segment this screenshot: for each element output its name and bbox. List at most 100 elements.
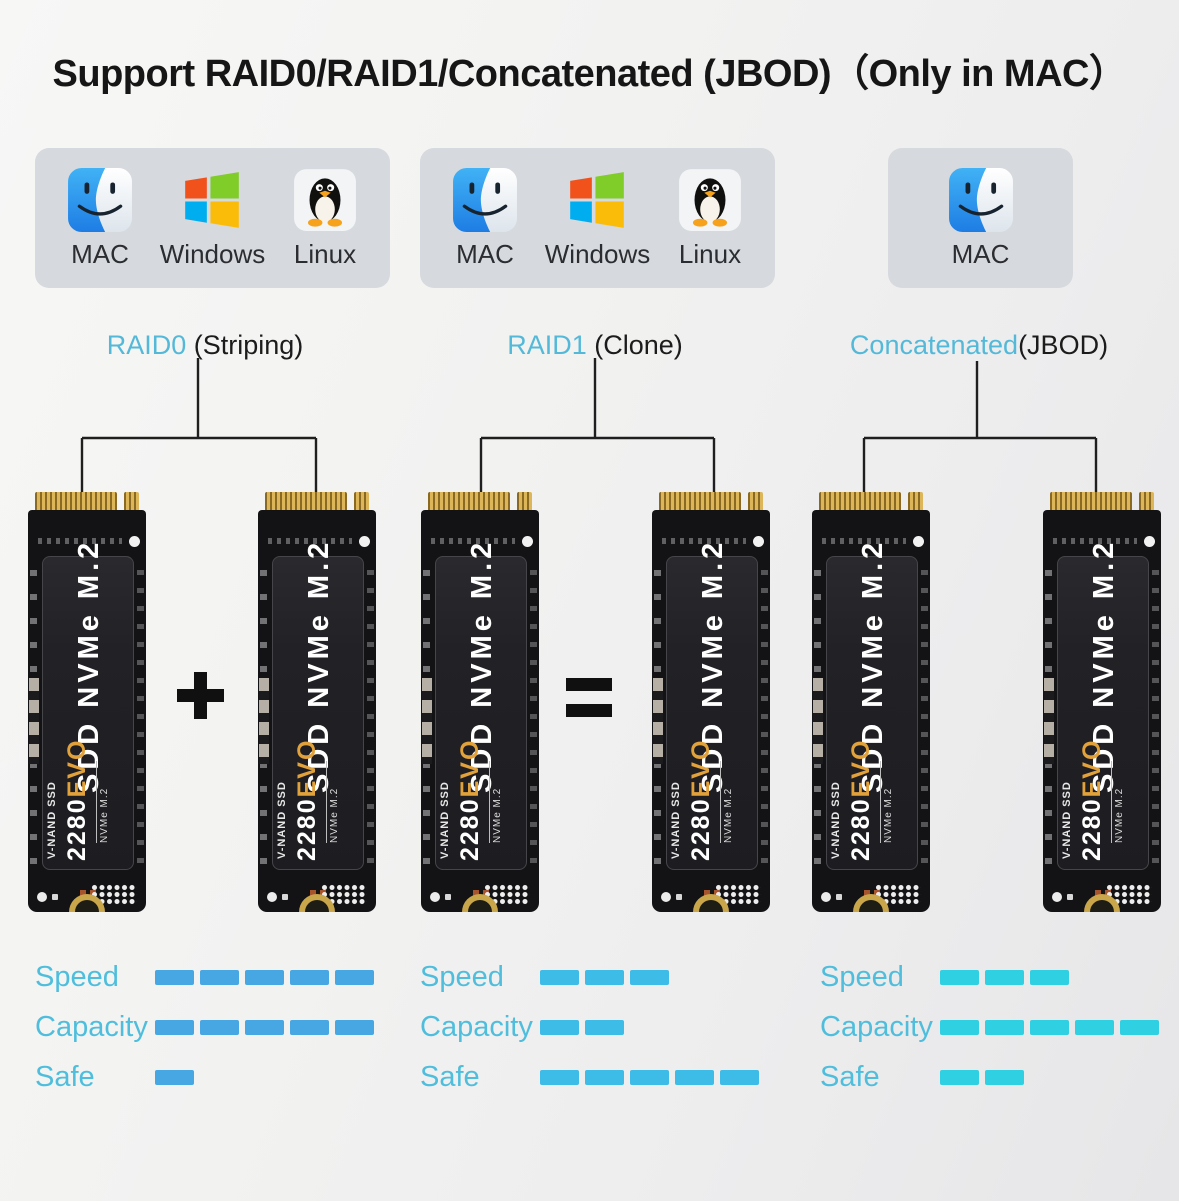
rating-bar bbox=[675, 1069, 714, 1085]
rating-bars bbox=[940, 1019, 1159, 1035]
smd-components bbox=[137, 570, 144, 872]
stat-row: Safe bbox=[35, 1052, 405, 1102]
ssd-pcb: SDD NVMe M.2 V-NAND SSD 2280EVO NVMe M.2 bbox=[652, 510, 770, 912]
finder-icon bbox=[68, 167, 132, 232]
os-item-windows: Windows bbox=[545, 167, 650, 270]
rating-bar bbox=[540, 1019, 579, 1035]
stat-row: Capacity bbox=[35, 1002, 405, 1052]
mode-accent: RAID0 bbox=[106, 330, 187, 360]
ssd-pcb: SDD NVMe M.2 V-NAND SSD 2280EVO NVMe M.2 bbox=[812, 510, 930, 912]
screw-hole bbox=[522, 536, 533, 547]
mount-notch bbox=[1084, 894, 1120, 912]
stat-label: Speed bbox=[820, 960, 904, 993]
m2-connector-edge bbox=[812, 492, 930, 514]
m2-connector-edge bbox=[421, 492, 539, 514]
rating-bar bbox=[1075, 1019, 1114, 1035]
ssd-series-text: 2280EVO bbox=[687, 738, 715, 861]
screw-hole bbox=[1144, 536, 1155, 547]
os-item-linux: Linux bbox=[677, 167, 743, 270]
ssd-card: SDD NVMe M.2 V-NAND SSD 2280EVO NVMe M.2 bbox=[812, 492, 930, 912]
stat-label: Speed bbox=[35, 960, 119, 993]
rating-bars bbox=[540, 1069, 759, 1085]
screw-hole bbox=[359, 536, 370, 547]
ssd-evo-text: EVO bbox=[687, 738, 715, 798]
ssd-series-text: 2280EVO bbox=[1078, 738, 1106, 861]
ssd-sticker: SDD NVMe M.2 V-NAND SSD 2280EVO NVMe M.2 bbox=[435, 539, 527, 870]
bracket-jbod bbox=[862, 361, 1098, 495]
rating-bar bbox=[985, 1069, 1024, 1085]
ssd-sub-text: NVMe M.2 bbox=[1111, 761, 1129, 843]
ssd-sub-text: NVMe M.2 bbox=[489, 761, 507, 843]
pcb-via-grid bbox=[484, 884, 530, 905]
m2-connector-edge bbox=[1043, 492, 1161, 514]
ssd-pcb: SDD NVMe M.2 V-NAND SSD 2280EVO NVMe M.2 bbox=[1043, 510, 1161, 912]
bracket-raid1 bbox=[479, 358, 716, 495]
pcb-via-grid bbox=[715, 884, 761, 905]
m2-key-segment bbox=[908, 492, 923, 514]
mode-rest: (Clone) bbox=[586, 330, 683, 360]
stat-label: Safe bbox=[420, 1060, 480, 1093]
ssd-series-text: 2280EVO bbox=[456, 738, 484, 861]
m2-gold-fingers bbox=[1050, 492, 1132, 514]
mode-label-raid1: RAID1 (Clone) bbox=[507, 330, 683, 361]
stat-row: Speed bbox=[820, 952, 1179, 1002]
mode-rest: (JBOD) bbox=[1018, 330, 1109, 360]
ssd-sub-text: NVMe M.2 bbox=[720, 761, 738, 843]
rating-bar bbox=[940, 1069, 979, 1085]
rating-bars bbox=[540, 1019, 624, 1035]
stat-label: Capacity bbox=[820, 1010, 933, 1043]
capacitors bbox=[259, 678, 269, 764]
m2-gold-fingers bbox=[428, 492, 510, 514]
os-item-windows: Windows bbox=[160, 167, 265, 270]
ssd-series-text: 2280EVO bbox=[847, 738, 875, 861]
pcb-via-grid bbox=[1106, 884, 1152, 905]
smd-components bbox=[431, 538, 515, 544]
stat-label: Speed bbox=[420, 960, 504, 993]
smd-components bbox=[921, 570, 928, 872]
rating-bar bbox=[200, 969, 239, 985]
ssd-sub-text: NVMe M.2 bbox=[880, 761, 898, 843]
ssd-pcb: SDD NVMe M.2 V-NAND SSD 2280EVO NVMe M.2 bbox=[28, 510, 146, 912]
linux-tux-icon bbox=[679, 168, 741, 231]
stat-row: Safe bbox=[820, 1052, 1179, 1102]
pcb-pads bbox=[661, 891, 687, 903]
os-label: Linux bbox=[678, 238, 742, 269]
smd-components bbox=[761, 570, 768, 872]
stat-row: Capacity bbox=[820, 1002, 1179, 1052]
m2-connector-edge bbox=[652, 492, 770, 514]
rating-bar bbox=[985, 1019, 1024, 1035]
m2-connector-edge bbox=[258, 492, 376, 514]
smd-components bbox=[38, 538, 122, 544]
capacitors bbox=[653, 678, 663, 764]
rating-bar bbox=[540, 1069, 579, 1085]
ssd-brand-text: V-NAND SSD bbox=[830, 781, 842, 859]
smd-components bbox=[530, 570, 537, 872]
rating-bars bbox=[155, 969, 374, 985]
pcb-pads bbox=[37, 891, 63, 903]
rating-bar bbox=[985, 969, 1024, 985]
pcb-pads bbox=[821, 891, 847, 903]
rating-bars bbox=[540, 969, 669, 985]
windows-icon bbox=[185, 171, 240, 228]
m2-connector-edge bbox=[28, 492, 146, 514]
m2-key-segment bbox=[354, 492, 369, 514]
rating-bars bbox=[155, 1019, 374, 1035]
os-item-linux: Linux bbox=[292, 167, 358, 270]
ssd-sticker: SDD NVMe M.2 V-NAND SSD 2280EVO NVMe M.2 bbox=[1057, 539, 1149, 870]
finder-icon bbox=[948, 167, 1013, 232]
rating-bar bbox=[630, 1069, 669, 1085]
os-label: MAC bbox=[456, 238, 514, 269]
pcb-via-grid bbox=[875, 884, 921, 905]
ssd-sticker: SDD NVMe M.2 V-NAND SSD 2280EVO NVMe M.2 bbox=[272, 539, 364, 870]
pcb-pads bbox=[430, 891, 456, 903]
rating-bar bbox=[630, 969, 669, 985]
ssd-card: SDD NVMe M.2 V-NAND SSD 2280EVO NVMe M.2 bbox=[258, 492, 376, 912]
os-label: Linux bbox=[293, 238, 357, 269]
mount-notch bbox=[853, 894, 889, 912]
rating-bar bbox=[290, 969, 329, 985]
rating-bar bbox=[155, 1069, 194, 1085]
